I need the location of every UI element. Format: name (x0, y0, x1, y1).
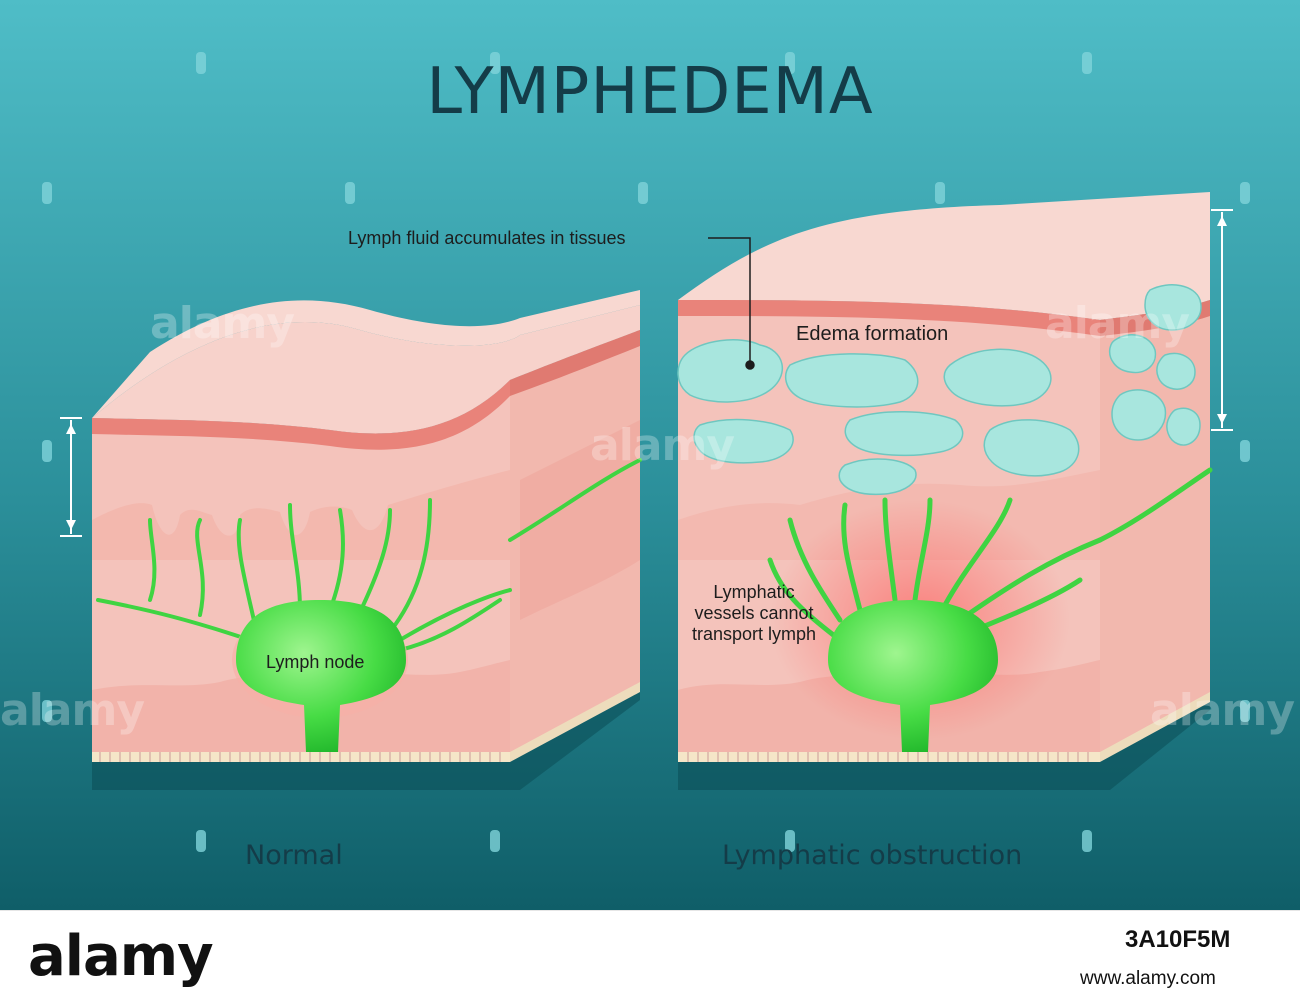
edema-fluid-pockets (677, 284, 1202, 496)
footer-url[interactable]: www.alamy.com (1080, 968, 1216, 989)
normal-lymph-node (232, 600, 408, 752)
diagram-canvas (0, 0, 1300, 910)
background-markers (42, 52, 1250, 852)
watermark: alamy (1150, 685, 1295, 736)
obstruction-lymph-node (828, 600, 998, 752)
watermark: alamy (590, 420, 735, 471)
footer-bar (0, 910, 1300, 1001)
accumulation-label: Lymph fluid accumulates in tissues (348, 228, 626, 248)
edema-formation-label: Edema formation (796, 323, 949, 345)
footer-brand-logo: alamy (28, 924, 214, 989)
normal-thickness-arrow (60, 417, 82, 537)
diagram-title: LYMPHEDEMA (426, 55, 874, 129)
vessels-blocked-label: Lymphatic vessels cannot transport lymph (691, 582, 817, 644)
normal-skin-block (92, 290, 640, 790)
obstruction-lymph-vessels (767, 467, 1213, 643)
normal-lymph-vessels (96, 458, 642, 652)
accumulation-leader (708, 237, 755, 370)
lymph-node-label: Lymph node (266, 652, 365, 672)
watermark: alamy (150, 298, 295, 349)
footer-image-id: 3A10F5M (1125, 926, 1231, 953)
obstruction-caption: Lymphatic obstruction (722, 840, 1023, 871)
obstruction-thickness-arrow (1211, 209, 1233, 431)
normal-caption: Normal (245, 840, 343, 871)
watermark: alamy (0, 685, 145, 736)
watermark: alamy (1045, 298, 1190, 349)
